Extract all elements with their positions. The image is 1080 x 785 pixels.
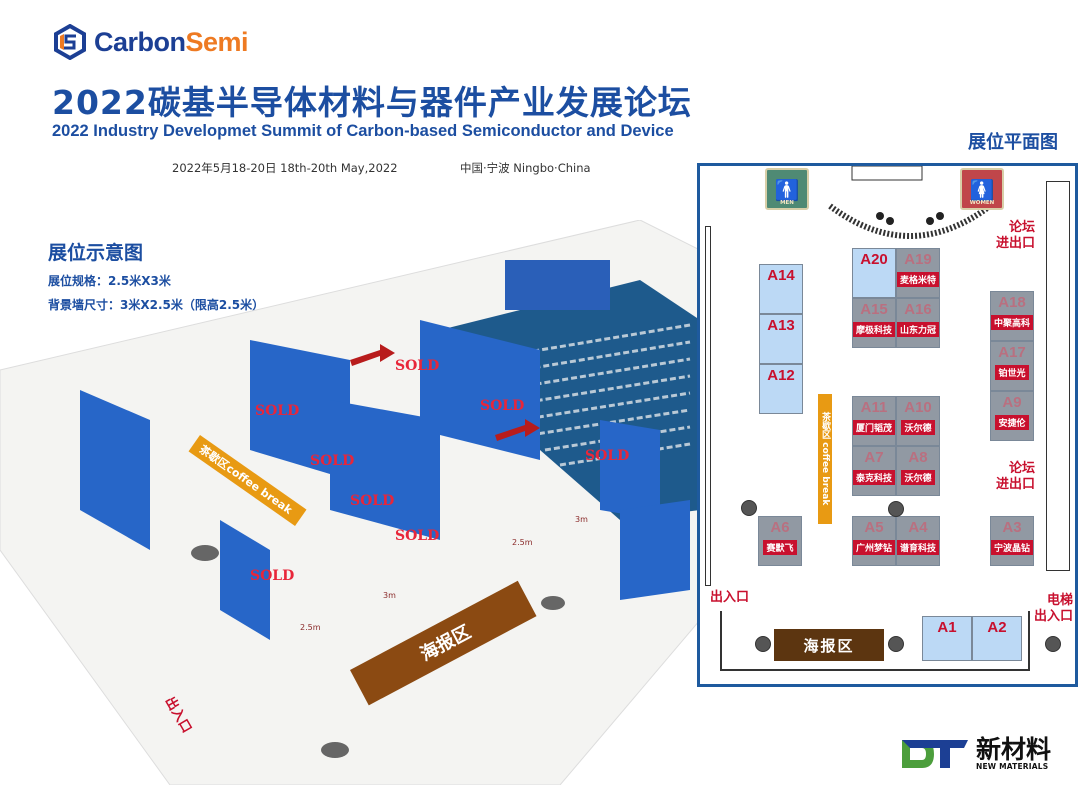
woman-icon: 🚺 (969, 178, 995, 202)
elevator-exit: 电梯 出入口 (1033, 593, 1073, 624)
restroom-women: 🚺 WOMEN (960, 168, 1004, 210)
footer-logo-en: NEW MATERIALS (976, 761, 1049, 771)
sold-stamp: SOLD (350, 493, 394, 509)
wall-spec: 背景墙尺寸：3米X2.5米（限高2.5米） (48, 298, 265, 312)
dt-new-materials-logo: 新材料 NEW MATERIALS (900, 736, 1051, 772)
svg-text:2.5m: 2.5m (300, 623, 321, 632)
booth-a14[interactable]: A14 (759, 264, 803, 314)
booth-a20[interactable]: A20 (852, 248, 896, 298)
pillars (191, 545, 565, 758)
pillar (888, 636, 904, 652)
pillar (755, 636, 771, 652)
booth-wall (600, 420, 660, 520)
footer-logo-cn: 新材料 (976, 734, 1052, 764)
booth-wall (220, 520, 270, 640)
booth-a12[interactable]: A12 (759, 364, 803, 414)
svg-text:2.5m: 2.5m (512, 538, 533, 547)
exit-left: 出入口 (710, 590, 750, 605)
brand-name-part2: Semi (185, 26, 249, 57)
pillar (1045, 636, 1061, 652)
left-wall (705, 226, 711, 586)
booth-wall (80, 390, 150, 550)
booth-wall (250, 340, 350, 480)
event-date: 2022年5月18-20日 18th-20th May,2022 (172, 161, 398, 175)
sold-stamp: SOLD (310, 453, 354, 469)
pillar (888, 501, 904, 517)
page-title-en: 2022 Industry Developmet Summit of Carbo… (52, 122, 674, 140)
dimension-labels: 2.5m 3m 2.5m 3m (300, 515, 588, 632)
man-icon: 🚹 (774, 178, 800, 202)
poster-area: 海报区 (774, 629, 884, 661)
floorplan-panel: 🚹 MEN 🚺 WOMEN 论坛 进出口 论坛 进出口 出入口 电梯 出入口 A… (697, 163, 1078, 687)
booth-spec: 展位规格：2.5米X3米 (48, 274, 171, 288)
pillar (741, 500, 757, 516)
booth-wall (330, 400, 440, 540)
booth-a2[interactable]: A2 (972, 616, 1022, 661)
sold-stamp: SOLD (480, 398, 524, 414)
carbonsemi-logo: CarbonSemi (52, 24, 249, 60)
dt-logo-icon (902, 740, 968, 768)
page-title-cn: 2022碳基半导体材料与器件产业发展论坛 (52, 83, 692, 122)
booth-wall (420, 320, 540, 460)
sold-stamp: SOLD (395, 528, 439, 544)
hexagon-logo-icon (54, 24, 86, 60)
overview-title: 展位示意图 (48, 242, 144, 264)
venue-3d-illustration: SOLD SOLD SOLD SOLD SOLD SOLD SOLD SOLD … (0, 220, 700, 785)
sold-stamp: SOLD (255, 403, 299, 419)
forum-exit-top: 论坛 进出口 (995, 220, 1035, 251)
stage-screen (505, 260, 610, 310)
sold-stamp: SOLD (585, 448, 629, 464)
booth-a13[interactable]: A13 (759, 314, 803, 364)
sold-stamp: SOLD (250, 568, 294, 584)
coffee-break-area: 茶歇区 coffee break (818, 394, 832, 524)
brand-name-part1: Carbon (94, 26, 186, 57)
forum-exit-mid: 论坛 进出口 (995, 461, 1035, 492)
event-location: 中国·宁波 Ningbo·China (460, 161, 591, 175)
svg-text:3m: 3m (383, 591, 396, 600)
booth-wall (620, 500, 690, 600)
booth-a1[interactable]: A1 (922, 616, 972, 661)
svg-text:3m: 3m (575, 515, 588, 524)
lower-wall (720, 611, 1030, 671)
floorplan-title: 展位平面图 (968, 132, 1058, 153)
top-architecture (828, 166, 992, 239)
restroom-men: 🚹 MEN (765, 168, 809, 210)
right-wall (1046, 181, 1070, 571)
booth-blocks (80, 320, 690, 640)
entrance-arrows (350, 344, 540, 441)
sold-stamp: SOLD (395, 358, 439, 374)
sold-stamps: SOLD SOLD SOLD SOLD SOLD SOLD SOLD SOLD (250, 358, 629, 584)
